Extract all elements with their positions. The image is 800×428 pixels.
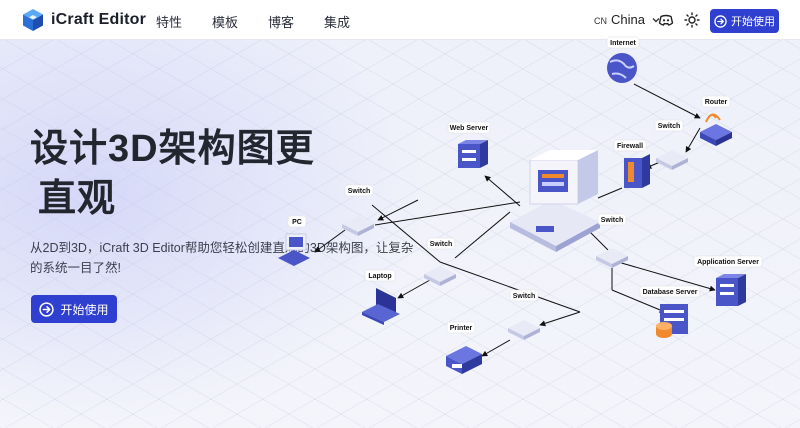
theme-toggle-sun-icon[interactable] xyxy=(684,12,700,28)
hero-title-line1: 设计3D架构图更 xyxy=(30,128,315,170)
logo-text: iCraft Editor xyxy=(51,11,147,28)
hero-get-started-button[interactable]: 开始使用 xyxy=(31,295,117,323)
nav-item-templates[interactable]: 模板 xyxy=(212,15,239,30)
nav-item-blog[interactable]: 博客 xyxy=(268,15,295,30)
language-name: China xyxy=(611,12,645,27)
top-navbar: iCraft Editor 特性 模板 博客 集成 CN China 开始使用 xyxy=(0,0,800,40)
language-code: CN xyxy=(594,15,607,26)
logo-cube-icon xyxy=(23,9,43,31)
language-selector[interactable]: CN China xyxy=(594,12,661,27)
hero-title: 设计3D架构图更 直观 xyxy=(30,124,370,224)
nav-item-integrations[interactable]: 集成 xyxy=(324,15,351,30)
main-nav: 特性 模板 博客 集成 xyxy=(156,12,350,31)
arrow-right-circle-icon xyxy=(714,14,727,28)
hero-get-started-label: 开始使用 xyxy=(60,302,109,317)
discord-icon[interactable] xyxy=(658,12,674,28)
brand[interactable]: iCraft Editor xyxy=(22,8,146,32)
nav-item-features[interactable]: 特性 xyxy=(156,15,183,30)
header-get-started-label: 开始使用 xyxy=(731,16,775,28)
background-glow xyxy=(0,40,430,428)
hero-title-line2: 直观 xyxy=(38,178,117,220)
header-get-started-button[interactable]: 开始使用 xyxy=(710,9,779,33)
chevron-down-icon xyxy=(652,17,660,22)
hero-subtitle: 从2D到3D，iCraft 3D Editor帮助您轻松创建直观的3D架构图，让… xyxy=(30,241,414,275)
arrow-right-circle-icon xyxy=(39,301,55,317)
